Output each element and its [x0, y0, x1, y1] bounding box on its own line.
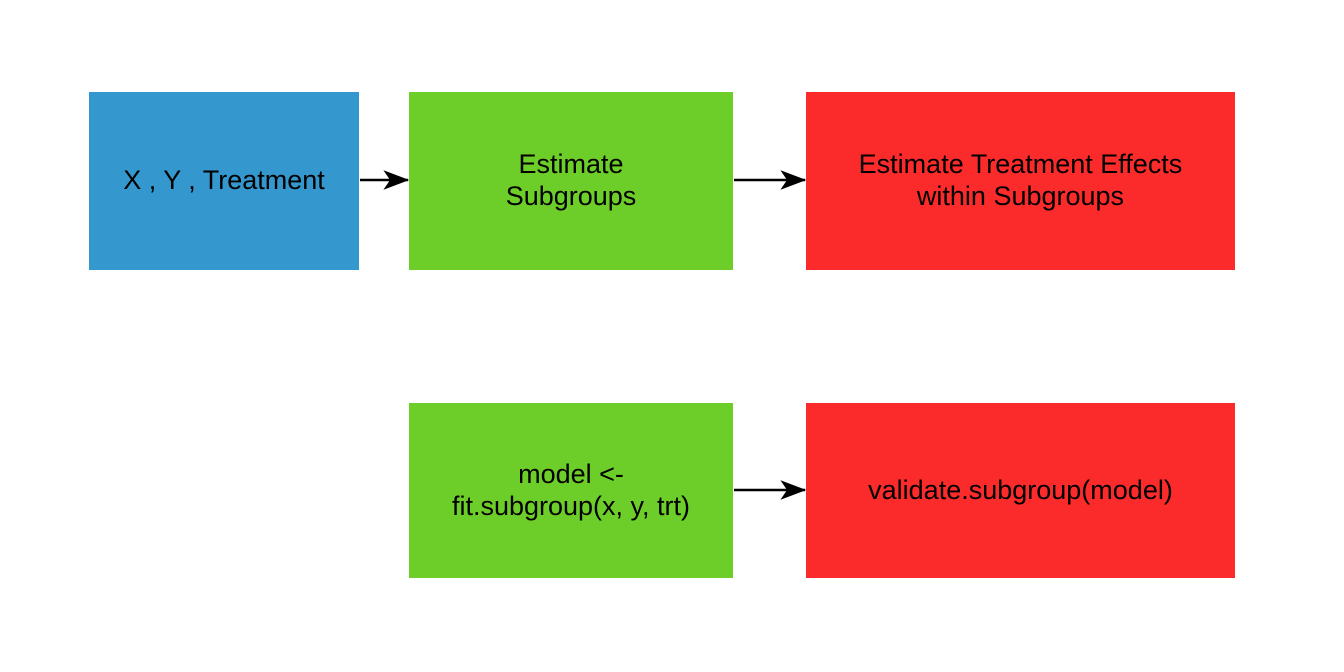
- node-fit-subgroup-code[interactable]: model <- fit.subgroup(x, y, trt): [409, 403, 733, 578]
- node-data-inputs[interactable]: X , Y , Treatment: [89, 92, 359, 270]
- node-estimate-subgroups[interactable]: Estimate Subgroups: [409, 92, 733, 270]
- node-data-inputs-label: X , Y , Treatment: [123, 165, 325, 196]
- node-estimate-treatment-effects[interactable]: Estimate Treatment Effects within Subgro…: [806, 92, 1235, 270]
- node-estimate-subgroups-label: Estimate Subgroups: [505, 149, 637, 211]
- node-validate-subgroup-code[interactable]: validate.subgroup(model): [806, 403, 1235, 578]
- node-estimate-treatment-effects-label: Estimate Treatment Effects within Subgro…: [858, 149, 1183, 211]
- node-validate-subgroup-code-label: validate.subgroup(model): [868, 474, 1173, 505]
- node-fit-subgroup-code-label: model <- fit.subgroup(x, y, trt): [451, 458, 691, 521]
